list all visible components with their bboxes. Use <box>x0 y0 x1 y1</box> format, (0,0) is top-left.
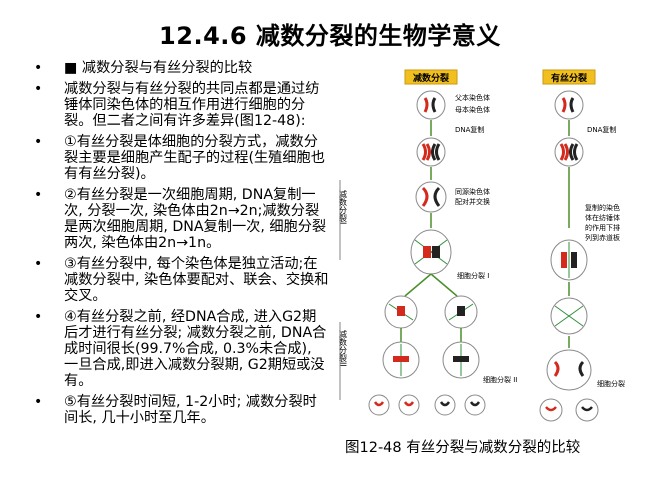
chromosome-red <box>393 356 409 362</box>
bullet-dot: • <box>34 394 43 410</box>
figure-caption: 图12-48 有丝分裂与减数分裂的比较 <box>345 440 581 456</box>
mitosis-division-label: 细胞分裂 <box>597 379 625 388</box>
spindle <box>554 305 584 327</box>
side-label-meiosis-two: 减数分裂II <box>339 329 348 367</box>
bullet-item: • ②有丝分裂是一次细胞周期, DNA复制一次, 分裂一次, 染色体由2n→2n;… <box>34 187 330 251</box>
mitosis-alignment-label: 复制的染色 <box>585 203 620 212</box>
chromosome-red <box>561 252 567 268</box>
cell <box>416 90 446 120</box>
chromosome-red <box>563 143 569 161</box>
cell <box>546 349 592 391</box>
chromosome-black <box>433 186 441 207</box>
chromosome-black <box>569 143 575 161</box>
arrow <box>430 273 458 297</box>
bullet-item: • ③有丝分裂中, 每个染色体是独立活动;在减数分裂中, 染色体要配对、联会、交换… <box>34 256 330 304</box>
mitosis-alignment-label: 列到赤道板 <box>585 233 620 242</box>
chromosome-black <box>432 246 440 258</box>
slide-title: 12.4.6 减数分裂的生物学意义 <box>159 22 501 50</box>
maternal-chromosome-label: 母本染色体 <box>455 105 490 114</box>
meiosis-label-box <box>404 69 458 85</box>
chromosome-black <box>439 401 451 407</box>
bullet-text: ②有丝分裂是一次细胞周期, DNA复制一次, 分裂一次, 染色体由2n→2n;减… <box>64 187 327 251</box>
chromosome-red <box>421 186 429 207</box>
homolog-pairing-label: 同源染色体 <box>455 187 490 196</box>
chromosome-black <box>457 306 465 316</box>
bullet-item: • ①有丝分裂是体细胞的分裂方式，减数分裂主要是细胞产生配子的过程(生殖细胞也有有… <box>34 134 330 182</box>
bullet-text: ④有丝分裂之前, 经DNA合成, 进入G2期后才进行有丝分裂; 减数分裂之前, … <box>64 309 327 389</box>
chromosome-red <box>425 143 431 161</box>
paternal-chromosome-label: 父本染色体 <box>455 93 490 102</box>
chromosome-black <box>431 143 437 161</box>
bullet-text: ⑤有丝分裂时间短, 1-2小时; 减数分裂时间长, 几十小时至几年。 <box>64 394 317 426</box>
bullet-dot: • <box>34 309 43 325</box>
chromosome-black <box>578 360 585 377</box>
cell <box>554 90 584 120</box>
meiosis-two-label: 细胞分裂 II <box>483 375 517 384</box>
chromosome-black <box>453 356 469 362</box>
bullet-dot: • <box>34 60 43 76</box>
mitosis-alignment-label: 体在纺锤体 <box>585 213 620 222</box>
dna-replication-right-label: DNA复制 <box>587 125 616 134</box>
chromosome-black <box>573 143 579 161</box>
chromosome-red <box>397 306 405 316</box>
bullet-text: ③有丝分裂中, 每个染色体是独立活动;在减数分裂中, 染色体要配对、联会、交换和… <box>64 256 329 304</box>
chromosome-red <box>373 401 385 407</box>
cell <box>415 181 447 213</box>
bullet-dot: • <box>34 134 43 150</box>
bullet-item: • ④有丝分裂之前, 经DNA合成, 进入G2期后才进行有丝分裂; 减数分裂之前,… <box>34 309 330 389</box>
bullet-item: • 减数分裂与有丝分裂的共同点都是通过纺锤体同染色体的相互作用进行细胞的分裂。但二… <box>34 81 330 129</box>
mitosis-alignment-label: 的作用下排 <box>585 223 620 232</box>
chromosome-black <box>581 406 593 412</box>
chromosome-black <box>569 97 575 113</box>
chromosome-red <box>545 406 557 412</box>
mitosis-label-box <box>542 69 596 85</box>
meiosis-mitosis-figure: 减数分裂 有丝分裂 减数分裂I 减数分裂II 父本染色体 母本染色体 DNA复制… <box>339 69 625 422</box>
mitosis-label: 有丝分裂 <box>551 72 587 84</box>
chromosome-red <box>553 360 560 377</box>
bullet-text: ①有丝分裂是体细胞的分裂方式，减数分裂主要是细胞产生配子的过程(生殖细胞也有有丝… <box>64 134 325 182</box>
chromosome-black <box>435 143 441 161</box>
chromosome-red <box>423 97 429 113</box>
homolog-pairing-label: 配对并交换 <box>455 197 490 206</box>
side-label-meiosis-one: 减数分裂I <box>339 189 348 224</box>
bullet-dot: • <box>34 256 43 272</box>
chromosome-black <box>431 97 437 113</box>
chromosome-red <box>559 143 565 161</box>
chromosome-black <box>469 401 481 407</box>
chromosome-black <box>571 252 577 268</box>
meiosis-one-label: 细胞分裂 I <box>457 271 489 280</box>
bullet-list: • ■ 减数分裂与有丝分裂的比较 • 减数分裂与有丝分裂的共同点都是通过纺锤体同染色… <box>34 60 330 431</box>
bullet-dot: • <box>34 81 43 97</box>
bullet-dot: • <box>34 187 43 203</box>
bullet-item: • ⑤有丝分裂时间短, 1-2小时; 减数分裂时间长, 几十小时至几年。 <box>34 394 330 426</box>
bullet-text: 减数分裂与有丝分裂的共同点都是通过纺锤体同染色体的相互作用进行细胞的分裂。但二者… <box>64 81 320 129</box>
chromosome-red <box>421 143 427 161</box>
meiosis-label: 减数分裂 <box>413 72 449 84</box>
chromosome-red <box>561 97 567 113</box>
arrow <box>404 273 432 297</box>
chromosome-red <box>403 401 415 407</box>
bullet-item: • ■ 减数分裂与有丝分裂的比较 <box>34 60 330 76</box>
chromosome-red <box>423 246 431 258</box>
bullet-text: ■ 减数分裂与有丝分裂的比较 <box>64 60 253 76</box>
dna-replication-left-label: DNA复制 <box>455 125 484 134</box>
